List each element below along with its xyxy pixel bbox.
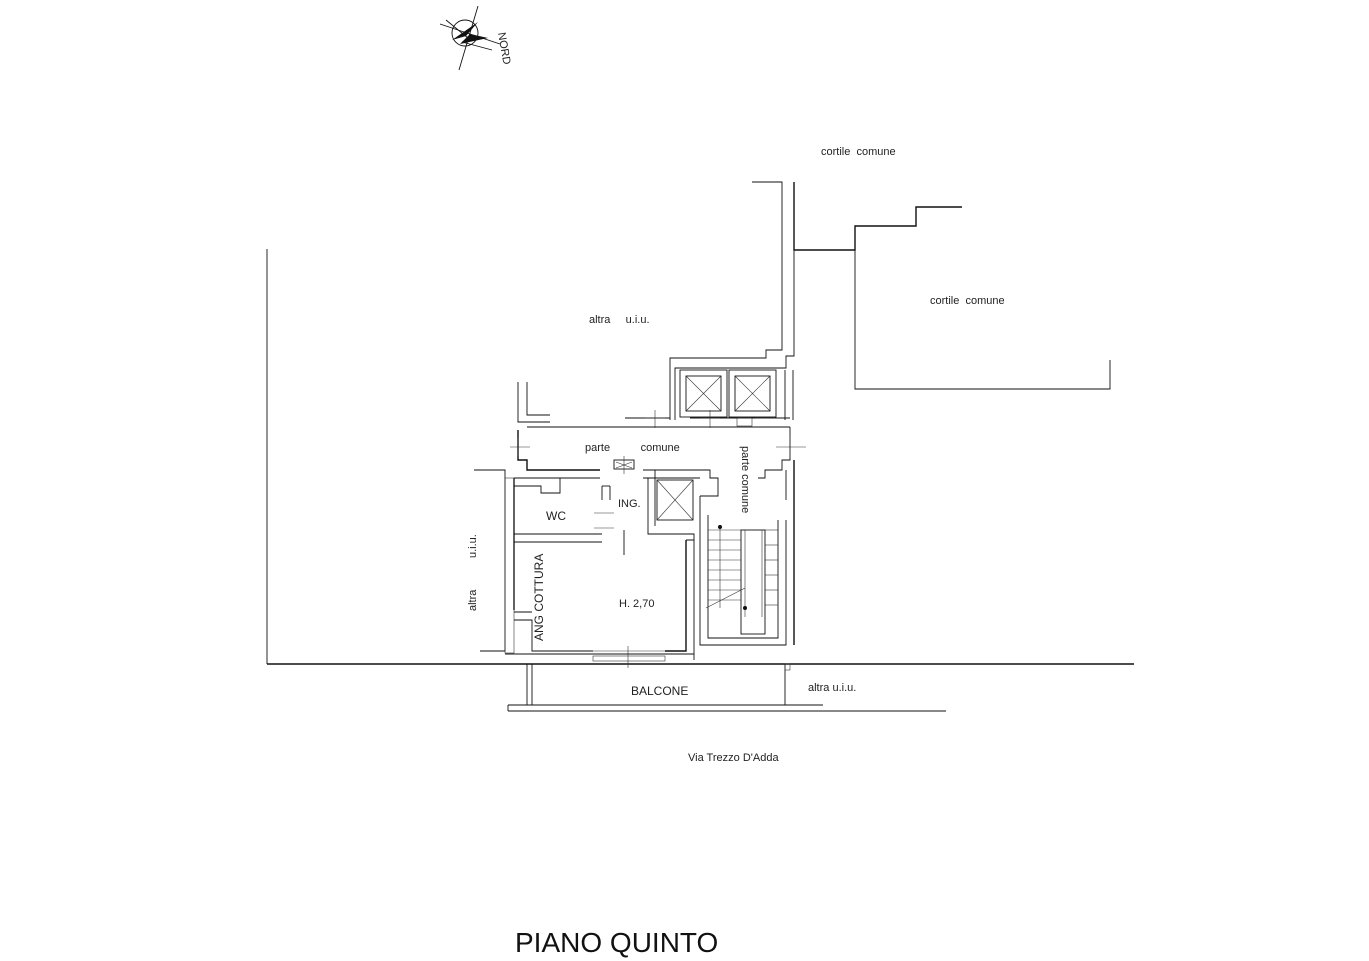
elevator-right <box>728 369 777 418</box>
staircase-icon <box>699 496 787 646</box>
courtyard-outline <box>752 181 1111 390</box>
north-arrow-icon <box>439 5 501 71</box>
label-ang-cottura: ANG COTTURA <box>532 554 546 641</box>
label-altra-left: altra <box>467 589 479 611</box>
label-parte-comune-horizontal: parte comune <box>585 442 680 454</box>
label-height: H. 2,70 <box>619 598 654 610</box>
elevator-small <box>656 479 694 521</box>
label-altra-uiu-top: altra u.i.u. <box>589 314 650 326</box>
apartment-walls <box>474 469 700 668</box>
balcony <box>507 663 946 712</box>
label-street: Via Trezzo D'Adda <box>688 752 779 764</box>
stair-core-wall <box>669 250 795 420</box>
entry-mat-icon <box>613 456 635 474</box>
north-label: NORD <box>495 31 512 65</box>
label-cortile-comune-right: cortile comune <box>930 295 1005 307</box>
column-markers <box>510 410 806 458</box>
label-uiu-left: u.i.u. <box>467 534 479 558</box>
label-wc: WC <box>546 509 566 523</box>
label-parte-comune-vertical: parte comune <box>739 446 751 513</box>
label-balcone: BALCONE <box>631 684 688 698</box>
label-altra-uiu-right: altra u.i.u. <box>808 682 856 694</box>
page-title: PIANO QUINTO <box>515 927 718 958</box>
label-ing: ING. <box>618 498 641 510</box>
elevator-left <box>679 369 728 418</box>
label-cortile-comune-top: cortile comune <box>821 146 896 158</box>
